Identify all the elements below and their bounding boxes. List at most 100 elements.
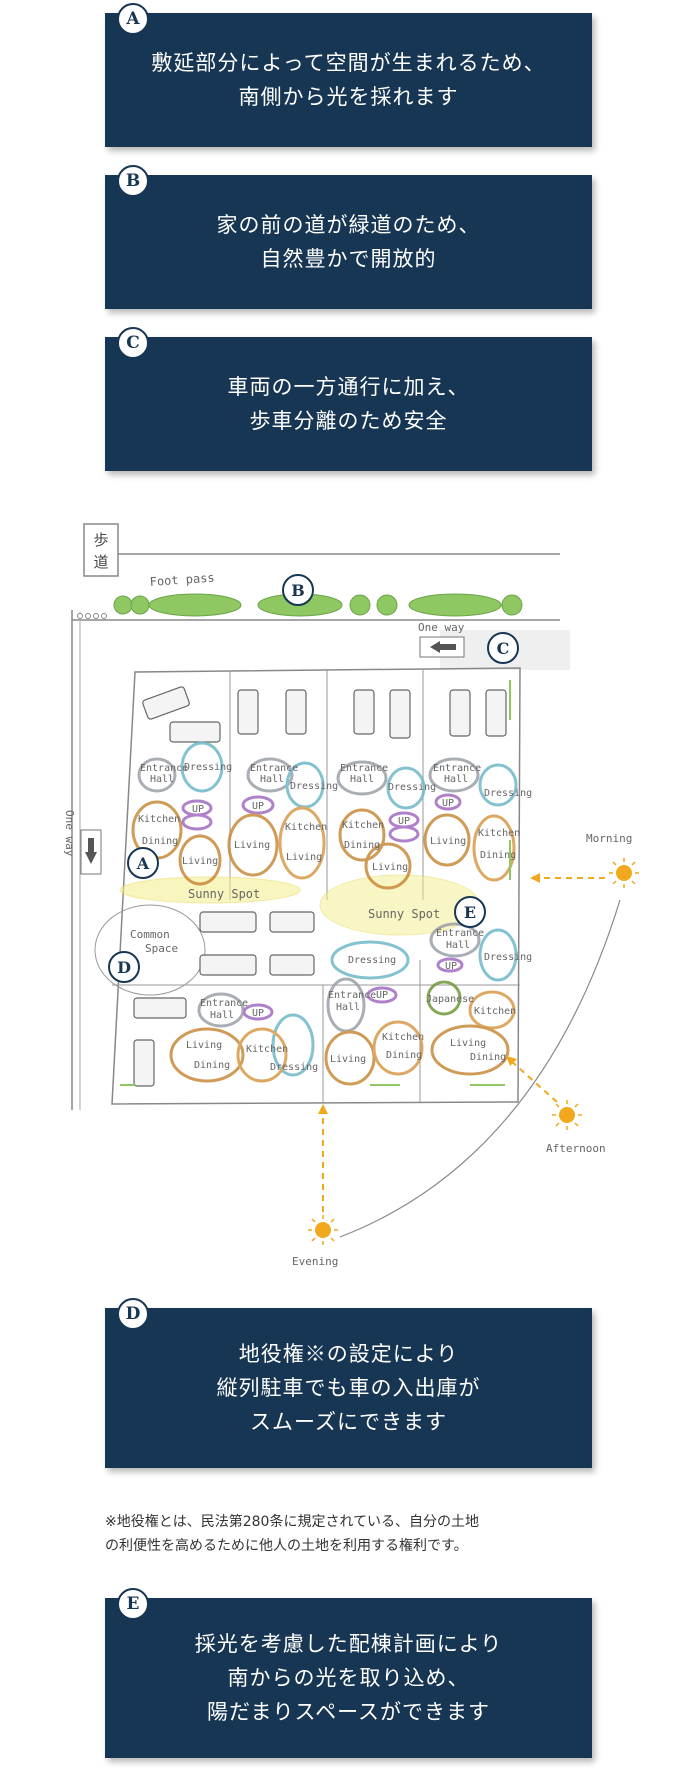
svg-text:Hall: Hall: [350, 774, 374, 785]
card-b-line-2: 自然豊かで開放的: [260, 247, 437, 271]
footnote-line-1: ※地役権とは、民法第280条に規定されている、自分の土地: [105, 1514, 480, 1530]
sun-morning-icon: [609, 858, 639, 888]
sun-rays: [322, 877, 605, 1212]
one-way-top-label: One way: [418, 621, 465, 634]
svg-text:Hall: Hall: [444, 774, 468, 785]
marker-c: C: [487, 632, 519, 664]
svg-text:C: C: [497, 639, 510, 658]
svg-text:Dressing: Dressing: [484, 788, 532, 799]
svg-text:A: A: [136, 854, 150, 873]
foot-pass-label: Foot pass: [149, 570, 215, 589]
footnote-line-2: の利便性を高めるために他人の土地を利用する権利です。: [105, 1538, 468, 1554]
svg-text:Kitchen: Kitchen: [478, 828, 520, 839]
svg-text:Living: Living: [182, 856, 218, 867]
marker-b: B: [282, 574, 314, 606]
svg-text:Dressing: Dressing: [270, 1062, 318, 1073]
common-space-label-2: Space: [145, 942, 178, 955]
svg-text:Kitchen: Kitchen: [285, 822, 327, 833]
sidewalk-label-2: 道: [93, 553, 108, 571]
svg-text:Kitchen: Kitchen: [474, 1006, 516, 1017]
sun-evening-icon: [308, 1215, 338, 1245]
feature-card-b: B 家の前の道が緑道のため、 自然豊かで開放的: [105, 165, 592, 309]
svg-text:Entrance: Entrance: [250, 763, 298, 774]
svg-text:Japanese: Japanese: [426, 994, 474, 1005]
grass-accents: [120, 680, 511, 1086]
svg-text:E: E: [464, 903, 476, 922]
svg-text:UP: UP: [442, 798, 454, 809]
svg-text:Living: Living: [430, 836, 466, 847]
svg-text:Entrance: Entrance: [140, 763, 188, 774]
card-c-line-2: 歩車分離のため安全: [249, 409, 448, 433]
svg-text:Living: Living: [286, 852, 322, 863]
card-d-line-1: 地役権※の設定により: [238, 1342, 459, 1366]
svg-text:Living: Living: [186, 1040, 222, 1051]
svg-text:B: B: [291, 581, 305, 600]
svg-text:Dining: Dining: [480, 850, 516, 861]
svg-text:Entrance: Entrance: [433, 763, 481, 774]
sunny-spot-right: Sunny Spot: [368, 907, 440, 921]
feature-card-c: C 車両の一方通行に加え、 歩車分離のため安全: [105, 327, 592, 471]
marker-e: E: [454, 896, 486, 928]
svg-text:Kitchen: Kitchen: [342, 820, 384, 831]
svg-text:Hall: Hall: [210, 1010, 234, 1021]
svg-text:Hall: Hall: [446, 940, 470, 951]
svg-text:Living: Living: [234, 840, 270, 851]
svg-text:UP: UP: [252, 801, 264, 812]
svg-text:Entrance: Entrance: [200, 998, 248, 1009]
svg-text:Dressing: Dressing: [348, 955, 396, 966]
svg-text:Dressing: Dressing: [184, 762, 232, 773]
common-space-label-1: Common: [130, 928, 170, 941]
card-e-line-1: 採光を考慮した配棟計画により: [194, 1632, 503, 1656]
parked-cars: [133, 686, 507, 1087]
badge-c: C: [117, 327, 149, 359]
svg-text:Kitchen: Kitchen: [246, 1044, 288, 1055]
feature-card-a: A 敷延部分によって空間が生まれるため、 南側から光を採れます: [105, 3, 592, 147]
easement-footnote: ※地役権とは、民法第280条に規定されている、自分の土地 の利便性を高めるために…: [105, 1510, 605, 1558]
badge-e: E: [117, 1588, 149, 1620]
feature-card-d: D 地役権※の設定により 縦列駐車でも車の入出庫が スムーズにできます: [105, 1298, 592, 1468]
one-way-left-label: One way: [63, 810, 76, 857]
svg-text:Dining: Dining: [386, 1050, 422, 1061]
svg-text:Hall: Hall: [336, 1002, 360, 1013]
badge-d: D: [117, 1298, 149, 1330]
svg-text:Hall: Hall: [260, 774, 284, 785]
afternoon-label: Afternoon: [546, 1142, 606, 1155]
svg-text:Dining: Dining: [142, 836, 178, 847]
marker-a: A: [127, 847, 159, 879]
morning-label: Morning: [586, 832, 632, 845]
svg-text:Kitchen: Kitchen: [382, 1032, 424, 1043]
svg-text:UP: UP: [192, 804, 204, 815]
card-e-line-3: 陽だまりスペースができます: [206, 1700, 491, 1724]
badge-a: A: [117, 3, 149, 35]
svg-text:Dressing: Dressing: [484, 952, 532, 963]
svg-text:UP: UP: [398, 816, 410, 827]
svg-text:Entrance: Entrance: [436, 928, 484, 939]
site-plan-sketch: 歩 道 Foot pass One way One way Sunny Spot…: [63, 523, 639, 1268]
svg-text:Dressing: Dressing: [388, 782, 436, 793]
sunny-spot-left: Sunny Spot: [188, 887, 260, 901]
svg-text:Dressing: Dressing: [290, 781, 338, 792]
svg-text:Hall: Hall: [150, 774, 174, 785]
sun-afternoon-icon: [552, 1100, 582, 1130]
sidewalk-label-1: 歩: [93, 531, 108, 549]
marker-d: D: [108, 951, 140, 983]
card-d-line-3: スムーズにできます: [250, 1410, 447, 1434]
svg-text:Living: Living: [330, 1054, 366, 1065]
svg-text:Living: Living: [450, 1038, 486, 1049]
svg-text:UP: UP: [376, 990, 388, 1001]
svg-text:Living: Living: [372, 862, 408, 873]
svg-text:Kitchen: Kitchen: [138, 814, 180, 825]
svg-text:UP: UP: [445, 961, 457, 972]
feature-card-e: E 採光を考慮した配棟計画により 南からの光を取り込め、 陽だまりスペースができ…: [105, 1588, 592, 1758]
badge-b: B: [117, 165, 149, 197]
svg-text:Entrance: Entrance: [340, 763, 388, 774]
card-a-line-2: 南側から光を採れます: [238, 85, 459, 109]
card-c-line-1: 車両の一方通行に加え、: [227, 375, 470, 399]
evening-label: Evening: [292, 1255, 338, 1268]
svg-text:D: D: [117, 958, 131, 977]
card-b-line-1: 家の前の道が緑道のため、: [216, 213, 481, 237]
sidewalk-label-box: [83, 523, 119, 577]
svg-text:Dining: Dining: [194, 1060, 230, 1071]
room-rings: [131, 741, 518, 1086]
